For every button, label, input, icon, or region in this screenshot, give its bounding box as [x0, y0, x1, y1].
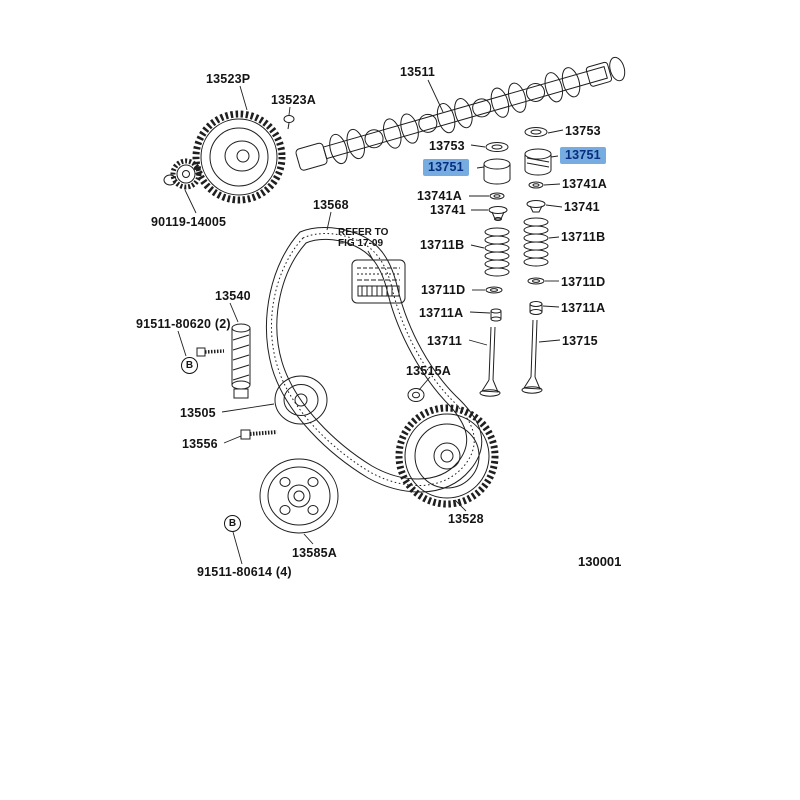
part-label-13540: 13540 [215, 289, 251, 303]
tensioner-bolt-drawing [196, 347, 225, 357]
idler-bolt-drawing [240, 429, 278, 440]
valve-stack-left-drawing [479, 142, 511, 397]
grommet-drawing [407, 388, 425, 402]
lower-pulley-drawing [259, 458, 339, 534]
part-label-13711d-right: 13711D [561, 275, 606, 289]
part-label-91511-80614: 91511-80614 (4) [197, 565, 292, 579]
part-label-13515a: 13515A [406, 364, 451, 378]
part-label-13505: 13505 [180, 406, 216, 420]
part-label-13741-right: 13741 [564, 200, 600, 214]
refer-note-line1: REFER TO [338, 227, 389, 238]
bolt-callout-b-1: B [181, 357, 198, 374]
part-label-13511: 13511 [400, 65, 436, 79]
part-label-13741-left: 13741 [430, 203, 466, 217]
part-label-13568: 13568 [313, 198, 349, 212]
figure-number: 130001 [578, 554, 622, 569]
refer-note-line2: FIG 17-09 [338, 238, 384, 249]
part-label-13711: 13711 [427, 334, 463, 348]
part-label-90119-14005: 90119-14005 [151, 215, 227, 229]
part-label-13711a-right: 13711A [561, 301, 606, 315]
small-clip-drawing [283, 115, 295, 130]
idler-pulley-drawing [274, 375, 328, 425]
part-label-13523p: 13523P [206, 72, 251, 86]
part-label-13751-right-highlighted[interactable]: 13751 [560, 147, 606, 164]
part-label-13711a-left: 13711A [419, 306, 464, 320]
part-label-13741a-left: 13741A [417, 189, 462, 203]
camshaft-drawing [295, 56, 626, 171]
part-label-13751-left-highlighted[interactable]: 13751 [423, 159, 469, 176]
part-label-13523a: 13523A [271, 93, 316, 107]
bolt-callout-b-2: B [224, 515, 241, 532]
part-label-13741a-right: 13741A [562, 177, 607, 191]
crank-pulley-drawing [395, 404, 499, 508]
part-label-13711d-left: 13711D [421, 283, 466, 297]
valve-stack-right-drawing [521, 127, 552, 394]
part-label-13711b-left: 13711B [420, 238, 465, 252]
refer-box-drawing [351, 259, 406, 304]
part-label-13753-left: 13753 [429, 139, 465, 153]
cam-bolt-drawing [163, 158, 202, 190]
part-label-13528: 13528 [448, 512, 484, 526]
part-label-13753-right: 13753 [565, 124, 601, 138]
tensioner-drawing [231, 323, 251, 399]
part-label-13585a: 13585A [292, 546, 337, 560]
timing-belt-drawing [266, 227, 483, 493]
part-label-91511-80620: 91511-80620 (2) [136, 317, 231, 331]
part-label-13711b-right: 13711B [561, 230, 606, 244]
part-label-13715: 13715 [562, 334, 598, 348]
leader-lines [177, 79, 564, 565]
part-label-13556: 13556 [182, 437, 218, 451]
cam-pulley-drawing [192, 110, 286, 204]
